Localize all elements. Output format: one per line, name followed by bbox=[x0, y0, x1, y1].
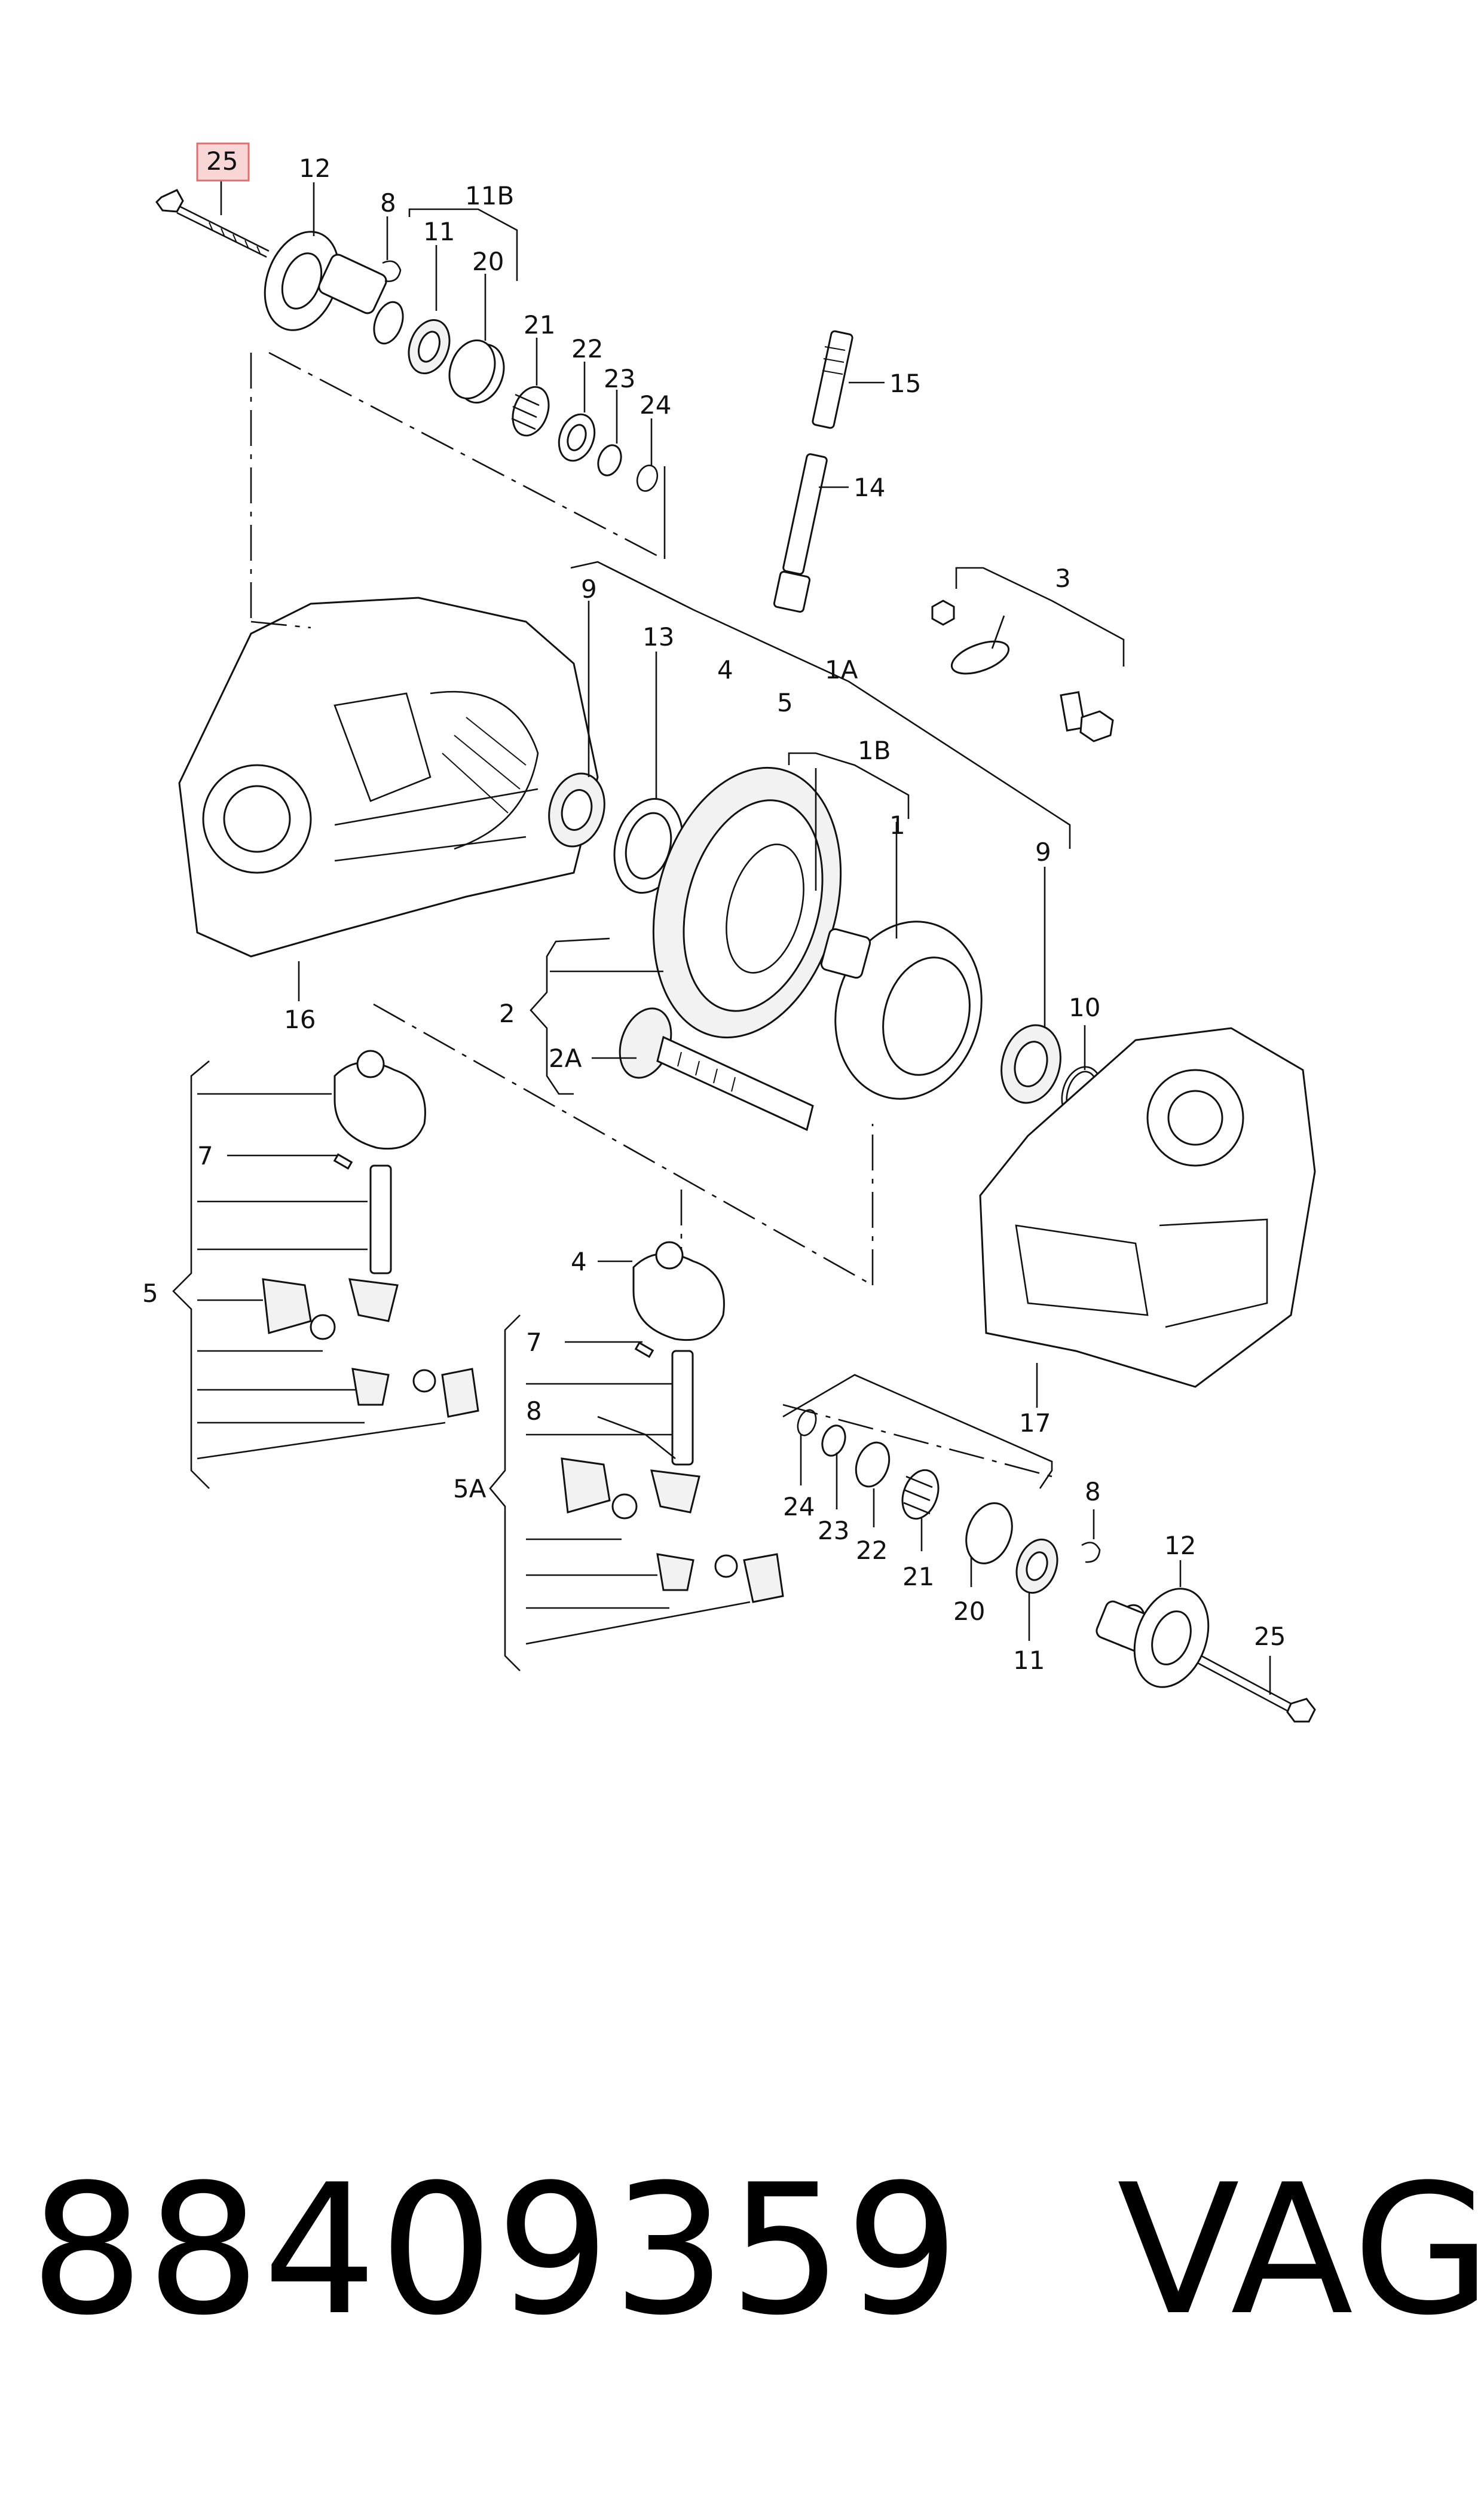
footer-caption: 88409359 VAG bbox=[30, 2146, 1484, 2355]
shaft-15 bbox=[812, 330, 853, 429]
shaft-14 bbox=[773, 453, 828, 613]
spring-21-top bbox=[511, 386, 550, 437]
callout-11B: 11B bbox=[465, 181, 514, 210]
callout-23-bottom: 23 bbox=[818, 1516, 849, 1545]
ring-22-top bbox=[558, 413, 596, 462]
circlip-24-top bbox=[636, 464, 659, 492]
ring-20-top bbox=[448, 339, 505, 404]
callout-labels: 25 12 8 11B 11 20 21 22 23 24 15 14 3 9 … bbox=[142, 142, 1286, 1675]
part-number: 88409359 bbox=[30, 2146, 962, 2355]
callout-22-bottom: 22 bbox=[856, 1536, 888, 1565]
callout-4-mid: 4 bbox=[717, 655, 733, 684]
bolt-25-top bbox=[155, 189, 270, 258]
callout-12-bottom: 12 bbox=[1164, 1531, 1196, 1560]
callout-12-top: 12 bbox=[299, 154, 331, 183]
callout-1A: 1A bbox=[825, 655, 858, 684]
callout-15: 15 bbox=[889, 369, 921, 398]
callout-17: 17 bbox=[1019, 1408, 1051, 1438]
callout-22-top: 22 bbox=[571, 334, 603, 363]
callout-9-right: 9 bbox=[1035, 837, 1051, 867]
callout-24-bottom: 24 bbox=[783, 1492, 815, 1521]
callout-3: 3 bbox=[1055, 564, 1071, 593]
callout-21-top: 21 bbox=[524, 310, 555, 340]
callout-8-bottom: 8 bbox=[1085, 1477, 1101, 1506]
bearing-9-right bbox=[1000, 1024, 1061, 1104]
callout-10: 10 bbox=[1069, 993, 1100, 1022]
bracket-3 bbox=[931, 600, 1114, 742]
housing-16 bbox=[178, 597, 599, 958]
callout-1: 1 bbox=[889, 811, 905, 840]
flange-12-top bbox=[264, 231, 404, 345]
callout-11-top: 11 bbox=[423, 217, 455, 246]
diff-set-5A bbox=[561, 1241, 784, 1603]
callout-5A: 5A bbox=[453, 1474, 486, 1503]
callout-20-top: 20 bbox=[472, 247, 504, 276]
callout-25-top: 25 bbox=[206, 146, 238, 176]
callout-16: 16 bbox=[284, 1005, 316, 1034]
callout-2A: 2A bbox=[549, 1044, 582, 1073]
callout-24-top: 24 bbox=[640, 390, 671, 420]
bearing-9-left bbox=[548, 772, 605, 848]
highlight-box-25 bbox=[196, 142, 250, 182]
differential-1 bbox=[820, 921, 983, 1100]
washer-23-top bbox=[597, 444, 622, 476]
callout-20-bottom: 20 bbox=[953, 1597, 985, 1626]
callout-23-top: 23 bbox=[604, 364, 635, 393]
callout-5-left: 5 bbox=[142, 1279, 158, 1308]
brand-name: VAG bbox=[1116, 2146, 1484, 2355]
callout-1B: 1B bbox=[858, 736, 891, 765]
diff-set-5 bbox=[262, 1050, 479, 1418]
callout-2: 2 bbox=[499, 999, 515, 1028]
callout-4-lower: 4 bbox=[571, 1247, 587, 1276]
callout-9-left: 9 bbox=[581, 574, 597, 604]
bottom-right-flange-group bbox=[797, 1409, 1316, 1723]
bearing-11-top bbox=[408, 319, 451, 375]
assembly-axes bbox=[250, 351, 1052, 1478]
callout-13: 13 bbox=[642, 622, 674, 652]
leader-lines bbox=[172, 160, 1271, 1695]
callout-8-lower: 8 bbox=[526, 1396, 542, 1426]
callout-8-top: 8 bbox=[380, 188, 396, 218]
pinion-shaft-2A bbox=[619, 1007, 814, 1132]
callout-7-lower: 7 bbox=[526, 1328, 542, 1357]
ring-gear-1B bbox=[652, 766, 842, 1039]
callout-7-left: 7 bbox=[197, 1141, 213, 1170]
callout-21-bottom: 21 bbox=[902, 1562, 934, 1591]
exploded-view-svg: 25 12 8 11B 11 20 21 22 23 24 15 14 3 9 … bbox=[142, 142, 1316, 1723]
callout-25-bottom: 25 bbox=[1254, 1622, 1286, 1651]
callout-11-bottom: 11 bbox=[1013, 1646, 1045, 1675]
circlip-8-top bbox=[382, 260, 402, 282]
callout-5-mid: 5 bbox=[777, 688, 793, 717]
housing-17 bbox=[979, 1027, 1316, 1388]
callout-14: 14 bbox=[853, 473, 885, 502]
